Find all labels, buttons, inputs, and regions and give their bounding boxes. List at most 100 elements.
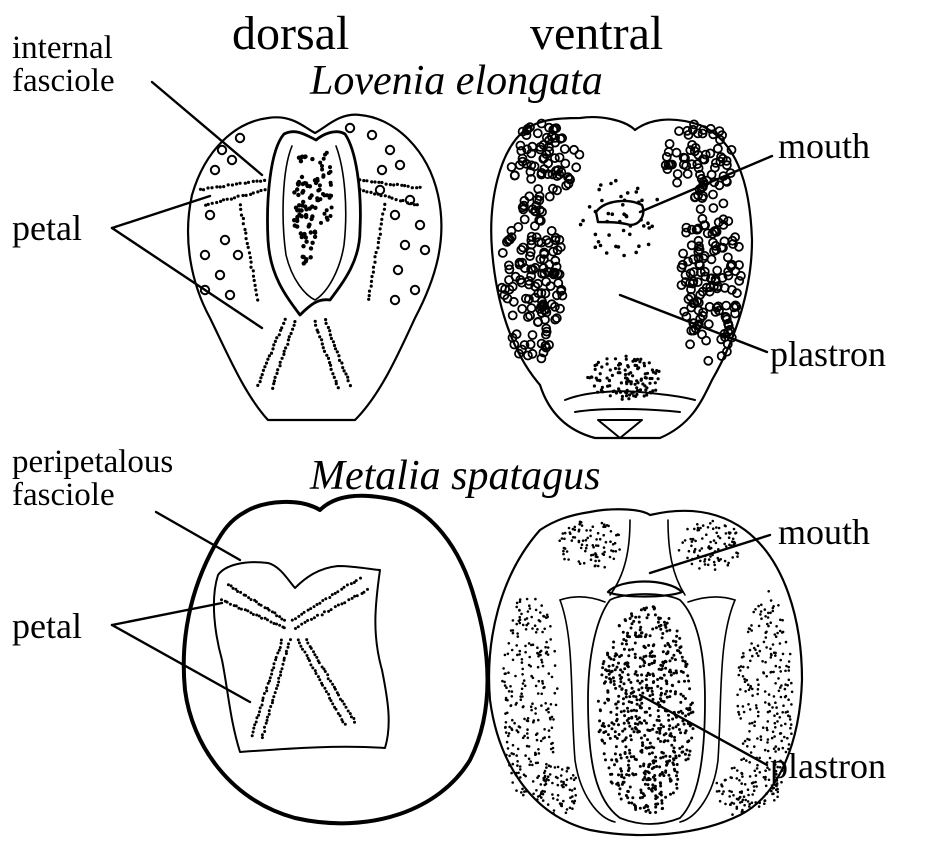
stipple-dot	[619, 677, 622, 680]
stipple-dot	[714, 568, 717, 571]
label-mouth-bottom: mouth	[778, 514, 870, 550]
stipple-dot	[259, 376, 262, 379]
stipple-dot	[708, 545, 711, 548]
stipple-dot	[581, 524, 584, 527]
stipple-dot	[526, 732, 529, 735]
stipple-dot	[694, 540, 697, 543]
stipple-dot	[274, 376, 277, 379]
stipple-dot	[686, 528, 689, 531]
stipple-dot	[771, 737, 774, 740]
stipple-dot	[509, 685, 512, 688]
stipple-dot	[779, 686, 782, 689]
stipple-dot	[334, 347, 337, 350]
stipple-dot	[712, 520, 715, 523]
stipple-dot	[764, 778, 767, 781]
stipple-dot	[516, 602, 519, 605]
stipple-dot	[518, 616, 521, 619]
stipple-dot	[544, 646, 547, 649]
stipple-dot	[586, 544, 589, 547]
stipple-dot	[712, 527, 715, 530]
stipple-dot	[634, 631, 637, 634]
tubercle-ring	[509, 311, 517, 319]
stipple-dot	[669, 793, 672, 796]
stipple-dot	[673, 746, 676, 749]
stipple-dot	[542, 799, 545, 802]
stipple-dot	[280, 618, 283, 621]
stipple-dot	[638, 360, 641, 363]
stipple-dot	[639, 218, 643, 222]
stipple-dot	[303, 651, 306, 654]
stipple-dot	[347, 379, 350, 382]
stipple-dot	[593, 384, 596, 387]
stipple-dot	[601, 522, 604, 525]
stipple-dot	[543, 790, 546, 793]
stipple-dot	[748, 689, 751, 692]
stipple-dot	[626, 191, 630, 195]
stipple-dot	[621, 740, 624, 743]
stipple-dot	[699, 549, 702, 552]
stipple-dot	[266, 607, 269, 610]
stipple-dot	[604, 668, 607, 671]
stipple-dot	[330, 337, 333, 340]
stipple-dot	[752, 611, 755, 614]
stipple-dot	[323, 212, 327, 216]
stipple-dot	[277, 681, 280, 684]
stipple-dot	[634, 364, 637, 367]
stipple-dot	[756, 652, 759, 655]
stipple-dot	[764, 769, 767, 772]
stipple-dot	[741, 772, 744, 775]
stipple-dot	[779, 716, 782, 719]
stipple-dot	[672, 791, 675, 794]
stipple-dot	[667, 650, 670, 653]
stipple-dot	[539, 651, 542, 654]
stipple-dot	[309, 246, 313, 250]
stipple-dot	[341, 720, 344, 723]
stipple-dot	[301, 244, 305, 248]
tubercle-ring	[666, 140, 674, 148]
stipple-dot	[725, 532, 728, 535]
stipple-dot	[707, 526, 710, 529]
stipple-dot	[590, 554, 593, 557]
stipple-dot	[614, 245, 618, 249]
stipple-dot	[528, 745, 531, 748]
stipple-dot	[777, 604, 780, 607]
stipple-dot	[727, 562, 730, 565]
stipple-dot	[647, 687, 650, 690]
stipple-dot	[760, 610, 763, 613]
stipple-dot	[526, 598, 529, 601]
stipple-dot	[777, 677, 780, 680]
stipple-dot	[356, 594, 359, 597]
stipple-dot	[661, 632, 664, 635]
stipple-dot	[747, 703, 750, 706]
stipple-dot	[597, 532, 600, 535]
stipple-dot	[316, 614, 319, 617]
stipple-dot	[694, 548, 697, 551]
tubercle-ring	[391, 296, 399, 304]
stipple-dot	[774, 682, 777, 685]
stipple-dot	[651, 786, 654, 789]
stipple-dot	[547, 646, 550, 649]
stipple-dot	[627, 654, 630, 657]
stipple-dot	[776, 788, 779, 791]
stipple-dot	[756, 678, 759, 681]
stipple-dot	[568, 527, 571, 530]
stipple-dot	[609, 681, 612, 684]
stipple-dot	[266, 719, 269, 722]
tubercle-ring	[697, 205, 705, 213]
stipple-dot	[701, 547, 704, 550]
ventral-header: ventral	[530, 10, 663, 58]
stipple-dot	[628, 801, 631, 804]
stipple-dot	[751, 722, 754, 725]
stipple-dot	[272, 666, 275, 669]
stipple-dot	[756, 737, 759, 740]
stipple-dot	[625, 391, 628, 394]
stipple-dot	[650, 650, 653, 653]
stipple-dot	[675, 669, 678, 672]
stipple-dot	[764, 776, 767, 779]
stipple-dot	[332, 340, 335, 343]
stipple-dot	[664, 755, 667, 758]
stipple-dot	[551, 676, 554, 679]
stipple-dot	[623, 682, 626, 685]
metalia-dorsal-test	[184, 496, 488, 824]
stipple-dot	[625, 643, 628, 646]
